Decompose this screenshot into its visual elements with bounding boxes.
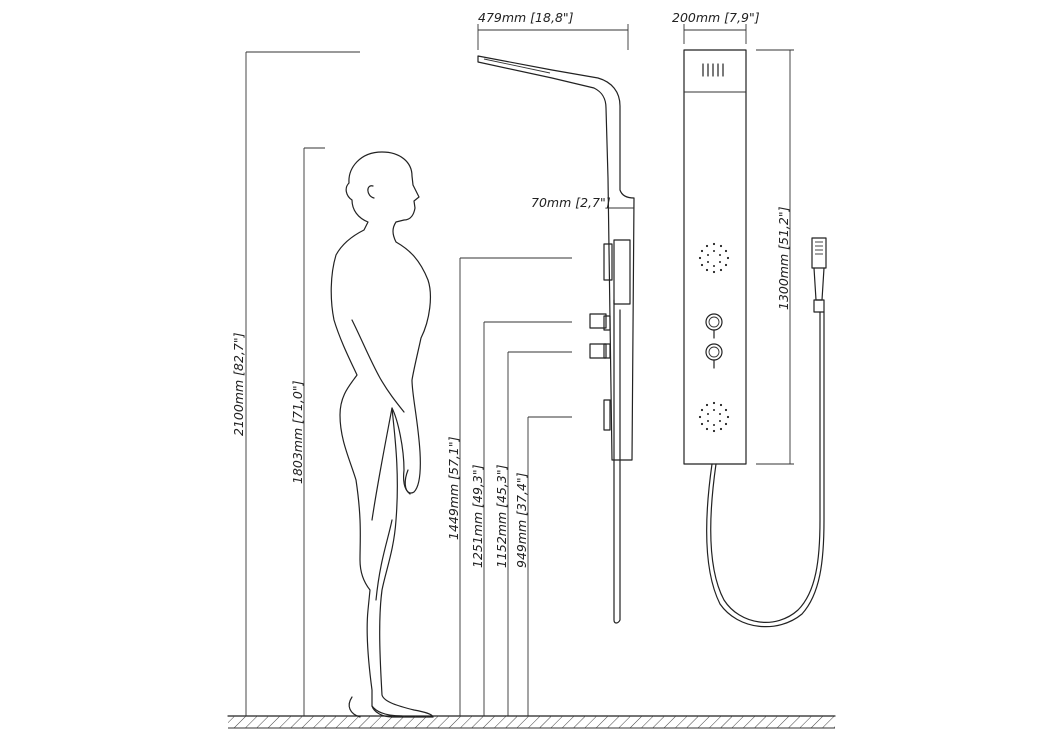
label-person-height: 1803mm [71,0"] [290, 380, 305, 484]
dimension-panel-width: 200mm [7,9"] [672, 10, 760, 44]
label-panel-width: 200mm [7,9"] [672, 10, 760, 25]
body-jet-lower-icon [698, 401, 730, 433]
label-1251: 1251mm [49,3"] [470, 464, 485, 568]
dimension-1152: 1152mm [45,3"] [494, 351, 572, 716]
label-panel-depth: 70mm [2,7"] [531, 195, 611, 210]
dimension-total-height: 2100mm [82,7"] [231, 51, 360, 716]
dimension-panel-height: 1300mm [51,2"] [756, 49, 794, 465]
floor [227, 715, 836, 729]
dimension-panel-depth: 70mm [2,7"] [531, 195, 634, 210]
label-1449: 1449mm [57,1"] [446, 436, 461, 540]
label-total-height: 2100mm [82,7"] [231, 332, 246, 436]
control-knob-lower-icon [705, 343, 723, 369]
panel-side-view [477, 55, 635, 624]
dimension-949: 949mm [37,4"] [514, 416, 572, 716]
label-1152: 1152mm [45,3"] [494, 464, 509, 568]
control-knob-upper-icon [705, 313, 723, 339]
shower-hose [710, 311, 821, 623]
label-panel-height: 1300mm [51,2"] [776, 206, 791, 310]
vent-slots [702, 63, 724, 77]
label-949: 949mm [37,4"] [514, 472, 529, 568]
dimension-head-reach: 479mm [18,8"] [477, 10, 629, 50]
body-jet-upper-icon [698, 242, 730, 274]
human-figure [330, 151, 434, 718]
hand-shower [811, 237, 827, 313]
dimension-1251: 1251mm [49,3"] [470, 321, 572, 716]
panel-front-view [683, 49, 827, 628]
label-head-reach: 479mm [18,8"] [478, 10, 574, 25]
dimension-1449: 1449mm [57,1"] [446, 257, 572, 716]
dimension-person-height: 1803mm [71,0"] [290, 147, 325, 716]
